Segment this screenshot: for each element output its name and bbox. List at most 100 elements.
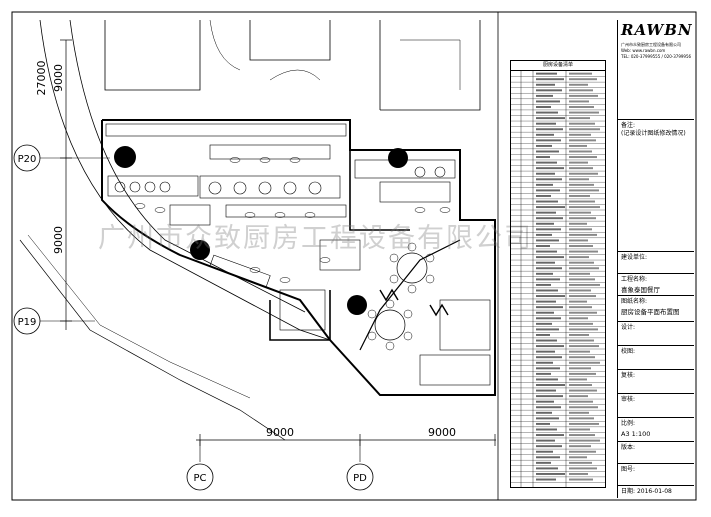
dining-tables xyxy=(367,242,449,351)
equipment-group-top xyxy=(105,123,491,386)
legend-title: 厨房设备清单 xyxy=(511,61,605,71)
company-web: Web: www.rawbn.com xyxy=(621,48,666,53)
drawing-name-value: 厨房设备平面布置图 xyxy=(621,308,680,316)
legend-item-text-mark xyxy=(536,384,565,386)
site-boundary-outer xyxy=(39,19,331,341)
scale-cell: 比例: A3 1:100 xyxy=(618,418,694,442)
legend-spec-text-mark xyxy=(569,345,599,348)
legend-spec-text-mark xyxy=(569,434,595,437)
remarks-note: (记录设计图纸修改情况) xyxy=(621,130,686,137)
review-label: 复核: xyxy=(621,372,636,379)
legend-item-text-mark xyxy=(536,406,561,409)
legend-spec-text-mark xyxy=(569,183,594,186)
upper-building-outline xyxy=(104,20,481,111)
legend-item-text-mark xyxy=(536,100,560,103)
legend-spec-text-mark xyxy=(569,256,589,259)
legend-item-text-mark xyxy=(536,434,564,437)
dimension-vertical-top: 9000 xyxy=(52,64,65,92)
title-block-logo-cell: RAWBN 广州市众致厨房工程设备有限公司 Web: www.rawbn.com… xyxy=(618,20,694,120)
legend-item-text-mark xyxy=(536,478,556,481)
legend-spec-text-mark xyxy=(569,128,600,131)
design-label: 设计: xyxy=(621,324,636,331)
drawing-name-cell: 图纸名称: 厨房设备平面布置图 xyxy=(618,296,694,322)
legend-spec-text-mark xyxy=(569,78,597,81)
sheet-number-label: 图号: xyxy=(621,466,636,473)
legend-item-text-mark xyxy=(536,117,565,120)
legend-spec-text-mark xyxy=(569,450,596,453)
remarks-cell: 备注: (记录设计图纸修改情况) xyxy=(618,120,694,252)
kitchen-wall-outer xyxy=(102,119,496,396)
grid-bubble-p20: P20 xyxy=(13,144,41,172)
legend-spec-text-mark xyxy=(569,122,595,125)
legend-spec-text-mark xyxy=(569,378,587,381)
legend-item-text-mark xyxy=(536,378,558,381)
legend-spec-text-mark xyxy=(569,94,598,97)
legend-item-text-mark xyxy=(536,167,564,170)
legend-spec-text-mark xyxy=(569,456,587,459)
project-cell: 工程名称: 喜象泰国餐厅 xyxy=(618,274,694,296)
legend-item-text-mark xyxy=(536,94,553,97)
legend-item-text-mark xyxy=(536,211,556,214)
grid-bubble-pc: PC xyxy=(186,463,214,491)
legend-item-text-mark xyxy=(536,261,555,264)
legend-spec-text-mark xyxy=(569,472,588,475)
legend-item-text-mark xyxy=(536,467,558,470)
legend-item-text-mark xyxy=(536,245,550,247)
legend-spec-text-mark xyxy=(569,333,589,336)
legend-item-text-mark xyxy=(536,350,555,353)
grid-label-p19: P19 xyxy=(18,317,37,328)
legend-item-text-mark xyxy=(536,272,553,275)
legend-item-text-mark xyxy=(536,311,554,314)
legend-spec-text-mark xyxy=(569,239,588,242)
legend-spec-text-mark xyxy=(569,361,600,364)
company-tel: TEL: 020-37999555 / 020-37999566 xyxy=(621,54,691,59)
legend-spec-text-mark xyxy=(569,200,595,203)
grid-label-pd: PD xyxy=(353,473,367,484)
date-value: 2016-01-08 xyxy=(636,488,672,495)
legend-item-text-mark xyxy=(536,128,563,131)
legend-spec-text-mark xyxy=(569,300,587,303)
client-cell: 建设单位: xyxy=(618,252,694,274)
legend-spec-text-mark xyxy=(569,317,588,320)
legend-spec-text-mark xyxy=(569,406,598,409)
legend-spec-text-mark xyxy=(569,311,597,314)
dish-room-wall xyxy=(349,150,410,231)
legend-spec-text-mark xyxy=(569,328,598,331)
legend-item-text-mark xyxy=(536,239,559,242)
legend-spec-text-mark xyxy=(569,478,593,481)
legend-item-text-mark xyxy=(536,106,551,108)
site-boundary-inner xyxy=(69,19,306,313)
legend-spec-text-mark xyxy=(569,211,591,214)
legend-item-text-mark xyxy=(536,411,552,414)
approve-label: 审核: xyxy=(621,396,636,403)
burner-icons xyxy=(114,166,446,195)
legend-spec-text-mark xyxy=(569,89,593,92)
legend-item-text-mark xyxy=(536,172,555,175)
legend-item-text-mark xyxy=(536,194,551,197)
legend-item-text-mark xyxy=(536,83,555,86)
design-cell: 设计: xyxy=(618,322,694,346)
legend-spec-text-mark xyxy=(569,400,593,403)
client-label: 建设单位: xyxy=(621,254,648,261)
legend-spec-text-mark xyxy=(569,467,597,470)
review-cell: 复核: xyxy=(618,370,694,394)
legend-item-text-mark xyxy=(536,339,557,342)
dimension-vertical-mid: 9000 xyxy=(52,226,65,254)
legend-item-text-mark xyxy=(536,111,558,114)
dining-partition xyxy=(359,239,461,351)
legend-spec-text-mark xyxy=(569,194,590,197)
grid-label-pc: PC xyxy=(193,473,206,484)
sheet-number-cell: 图号: xyxy=(618,464,694,486)
project-value: 喜象泰国餐厅 xyxy=(621,286,660,294)
remarks-label: 备注: xyxy=(621,122,636,129)
legend-spec-text-mark xyxy=(569,428,590,431)
legend-spec-text-mark xyxy=(569,384,592,386)
legend-item-text-mark xyxy=(536,322,552,325)
legend-spec-text-mark xyxy=(569,111,599,114)
legend-spec-text-mark xyxy=(569,144,587,147)
legend-item-text-mark xyxy=(536,333,550,336)
approve-cell: 审核: xyxy=(618,394,694,418)
legend-spec-text-mark xyxy=(569,367,591,370)
site-boundary-lower xyxy=(19,239,286,441)
